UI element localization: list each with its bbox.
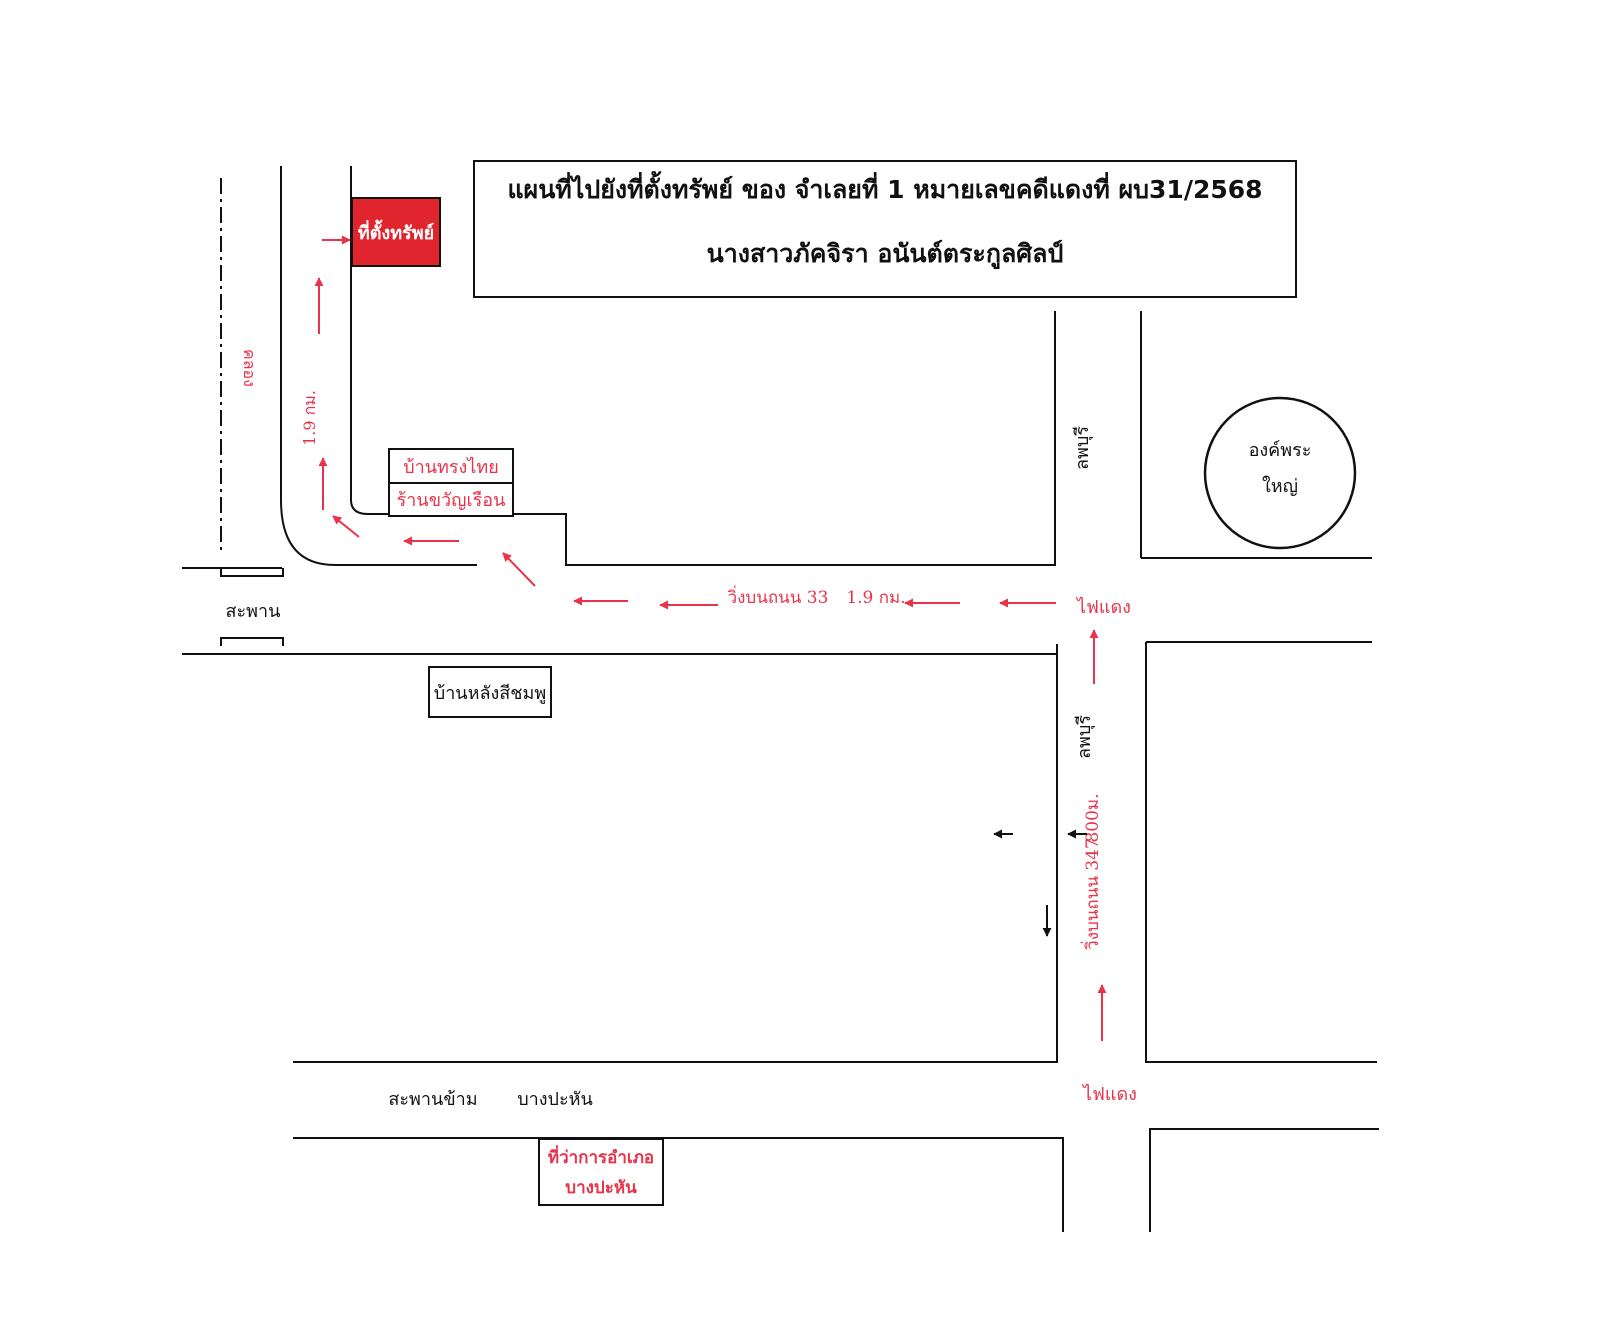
landmark-thai-house: บ้านทรงไทย bbox=[388, 448, 514, 484]
traffic-light-bottom-label: ไฟแดง bbox=[1081, 1083, 1137, 1105]
lopburi-top-label: ลพบุรี bbox=[1072, 426, 1093, 470]
traffic-light-top-label: ไฟแดง bbox=[1075, 596, 1131, 618]
bang-pahan-label: บางปะหัน bbox=[517, 1089, 593, 1110]
bridge-label: สะพาน bbox=[226, 601, 281, 622]
map-subtitle: นางสาวภัคจิรา อนันต์ตระกูลศิลป์ bbox=[707, 239, 1064, 270]
lopburi-bottom-label: ลพบุรี bbox=[1074, 715, 1095, 759]
road-33 bbox=[182, 311, 1377, 1063]
canal-label: คลอง bbox=[240, 349, 259, 387]
khwan-shop-label: ร้านขวัญเรือน bbox=[397, 490, 506, 511]
district-office-label-1: ที่ว่าการอำเภอ bbox=[548, 1145, 654, 1168]
bridge-cross-label: สะพานข้าม bbox=[388, 1089, 477, 1110]
road33-label: วิ่งบนถนน 33 bbox=[727, 585, 828, 608]
thai-house-label: บ้านทรงไทย bbox=[403, 456, 499, 478]
bottom-road bbox=[293, 1128, 1379, 1232]
district-office-label-2: บางปะหัน bbox=[565, 1178, 637, 1198]
arrow-up-left-icon bbox=[332, 515, 360, 538]
road347-label: วิ่งบนถนน 347 bbox=[1080, 838, 1103, 950]
arrow-up-left-icon bbox=[502, 552, 536, 587]
distance-347-label: 800ม. bbox=[1083, 793, 1103, 842]
side-road bbox=[280, 166, 1056, 566]
property-marker: ที่ตั้งทรัพย์ bbox=[351, 197, 441, 267]
property-label: ที่ตั้งทรัพย์ bbox=[358, 219, 434, 244]
pink-house-label: บ้านหลังสีชมพู bbox=[434, 683, 546, 704]
monument-label-1: องค์พระ bbox=[1249, 440, 1312, 461]
route-arrows bbox=[314, 235, 1107, 1041]
landmark-pink-house: บ้านหลังสีชมพู bbox=[428, 666, 552, 718]
monument: องค์พระ ใหญ่ bbox=[1203, 396, 1357, 550]
black-arrows bbox=[993, 829, 1087, 937]
title-box: แผนที่ไปยังที่ตั้งทรัพย์ ของ จำเลยที่ 1 … bbox=[473, 160, 1297, 298]
bridge-marks bbox=[220, 568, 284, 646]
landmark-district-office: ที่ว่าการอำเภอ บางปะหัน bbox=[538, 1138, 664, 1206]
distance-33-label: 1.9 กม. bbox=[846, 588, 905, 608]
monument-label-2: ใหญ่ bbox=[1262, 475, 1298, 497]
map-title: แผนที่ไปยังที่ตั้งทรัพย์ ของ จำเลยที่ 1 … bbox=[507, 170, 1262, 204]
distance-north-label: 1.9 กม. bbox=[300, 390, 319, 446]
landmark-khwan-shop: ร้านขวัญเรือน bbox=[388, 482, 514, 517]
